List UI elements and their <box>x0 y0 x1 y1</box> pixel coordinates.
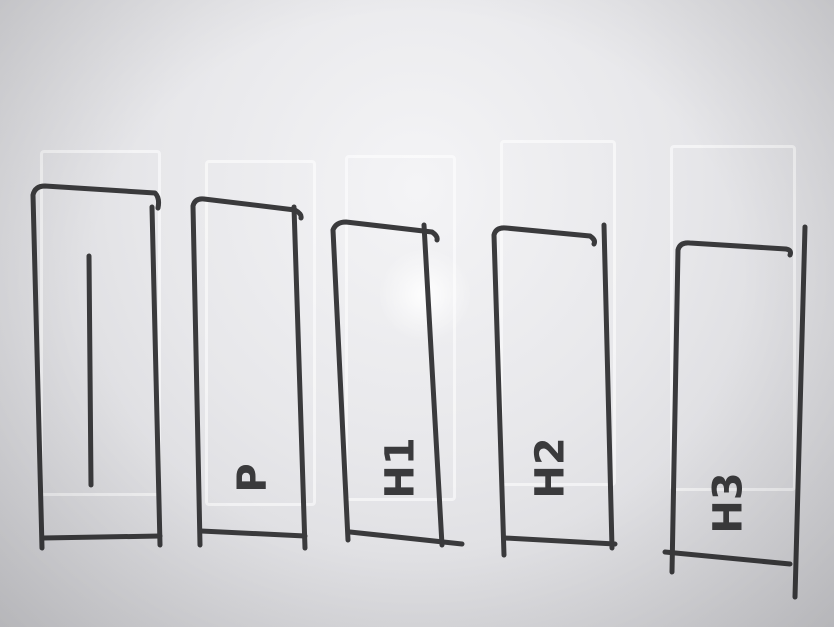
box-4-label: H2 <box>527 437 574 499</box>
box-1-outline <box>30 183 163 551</box>
box-3-outline <box>330 219 465 548</box>
ghost-mark <box>500 140 616 486</box>
box-2-outline <box>190 196 308 551</box>
ghost-mark <box>205 160 316 506</box>
box-3-label: H1 <box>377 437 424 499</box>
ghost-mark <box>670 145 796 491</box>
box-5-outline <box>662 224 808 600</box>
box-5-label: H3 <box>705 472 752 534</box>
ghost-mark <box>40 150 161 496</box>
box-2-label: P <box>229 463 276 493</box>
box-4-outline <box>491 222 618 558</box>
